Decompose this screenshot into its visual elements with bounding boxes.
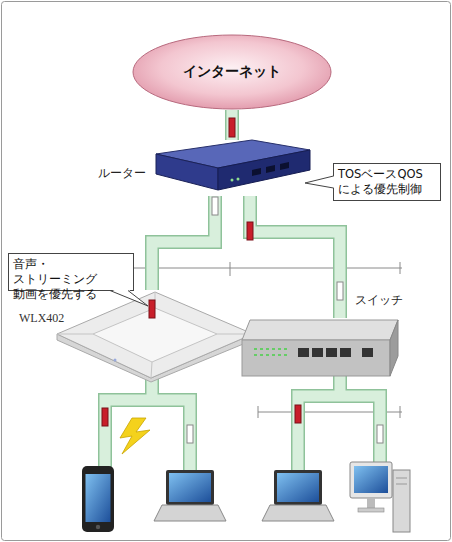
callout-box: 音声・ストリーミング 動画を優先する [8, 253, 134, 291]
node-label: インターネット [132, 34, 332, 110]
callout-tail [110, 176, 335, 306]
network-pipe [152, 196, 215, 290]
network-pipe [250, 196, 340, 318]
node-label: TOSベースQOS による優先制御 [334, 164, 440, 200]
pipe-core [152, 196, 215, 290]
node-label: 音声・ストリーミング 動画を優先する [9, 254, 133, 305]
device-pipe [105, 376, 380, 470]
switch-shape [240, 318, 400, 380]
network-switch: スイッチ [240, 318, 400, 380]
access-point: WLX402 [55, 290, 255, 382]
cloud-ellipse: インターネット [132, 34, 332, 110]
laptop [262, 470, 334, 521]
ap-shape [55, 290, 255, 382]
node-label: WLX402 [19, 311, 64, 326]
pipe-core [227, 110, 238, 140]
laptop [154, 470, 226, 521]
smartphone [82, 466, 114, 532]
pipe-core [250, 196, 340, 318]
network-pipe [225, 110, 239, 140]
router-shape [152, 140, 312, 196]
node-label: ルーター [98, 165, 146, 182]
node-label: スイッチ [355, 292, 403, 309]
callout-box: TOSベースQOS による優先制御 [333, 163, 441, 201]
wireless-bolt [120, 418, 150, 454]
priority-packet [102, 118, 383, 443]
desktop-pc [350, 462, 410, 532]
router-device: ルーター [152, 140, 312, 196]
